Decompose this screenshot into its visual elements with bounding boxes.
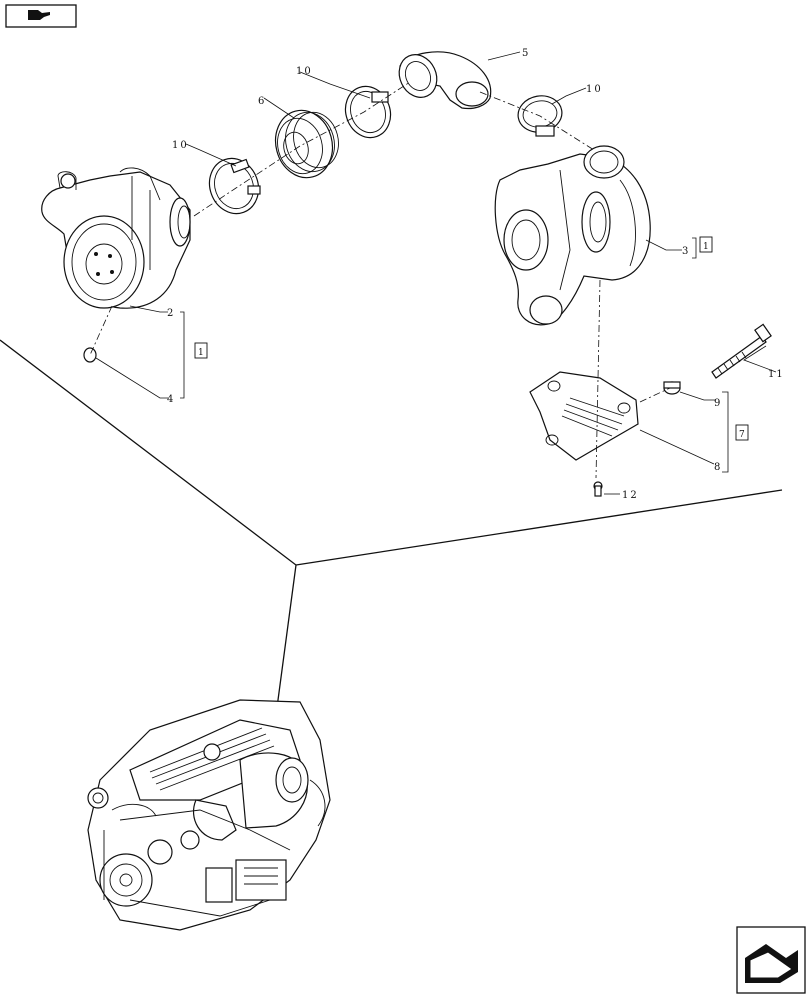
next-page-button[interactable] — [736, 926, 806, 994]
clamp-10-lower-left — [208, 157, 261, 215]
callout-12: 12 — [622, 490, 639, 501]
previous-page-button[interactable] — [5, 4, 77, 28]
group-ref-1-right[interactable]: 1 — [699, 236, 713, 253]
leader-lines — [95, 51, 777, 495]
nut-4 — [83, 347, 97, 363]
callout-11: 11 — [768, 369, 785, 380]
detail-pointer-lines — [0, 339, 783, 791]
clamp-10-right — [517, 95, 563, 137]
assembly-axes — [89, 81, 671, 479]
engine-overview — [87, 699, 331, 931]
group-ref-7-label: 7 — [739, 430, 745, 440]
group-ref-7[interactable]: 7 — [735, 424, 749, 441]
callout-5: 5 — [522, 48, 530, 59]
nut-9 — [663, 381, 681, 395]
group-ref-1-right-label: 1 — [703, 242, 709, 252]
left-turbocharger — [41, 167, 191, 309]
callout-10-left: 10 — [172, 140, 189, 151]
callout-2: 2 — [167, 308, 175, 319]
bolt-11 — [711, 323, 772, 379]
callout-10-upper: 10 — [296, 66, 313, 77]
next-page-arrow-icon — [745, 944, 798, 983]
group-ref-1-left[interactable]: 1 — [194, 342, 208, 359]
bellows-sleeve-6 — [274, 109, 339, 179]
elbow-hose-5 — [398, 51, 492, 110]
callout-8: 8 — [714, 462, 722, 473]
group-ref-1-left-label: 1 — [198, 348, 204, 358]
right-turbocharger — [494, 145, 651, 326]
callout-4: 4 — [167, 394, 175, 405]
clamp-10-upper-middle — [344, 85, 392, 139]
callout-10-right: 10 — [586, 84, 603, 95]
gasket-8 — [529, 371, 639, 461]
callout-9: 9 — [714, 398, 722, 409]
callout-6: 6 — [258, 96, 266, 107]
previous-page-arrow-icon — [28, 10, 50, 20]
callout-3: 3 — [682, 246, 690, 257]
bolt-12 — [593, 481, 603, 497]
